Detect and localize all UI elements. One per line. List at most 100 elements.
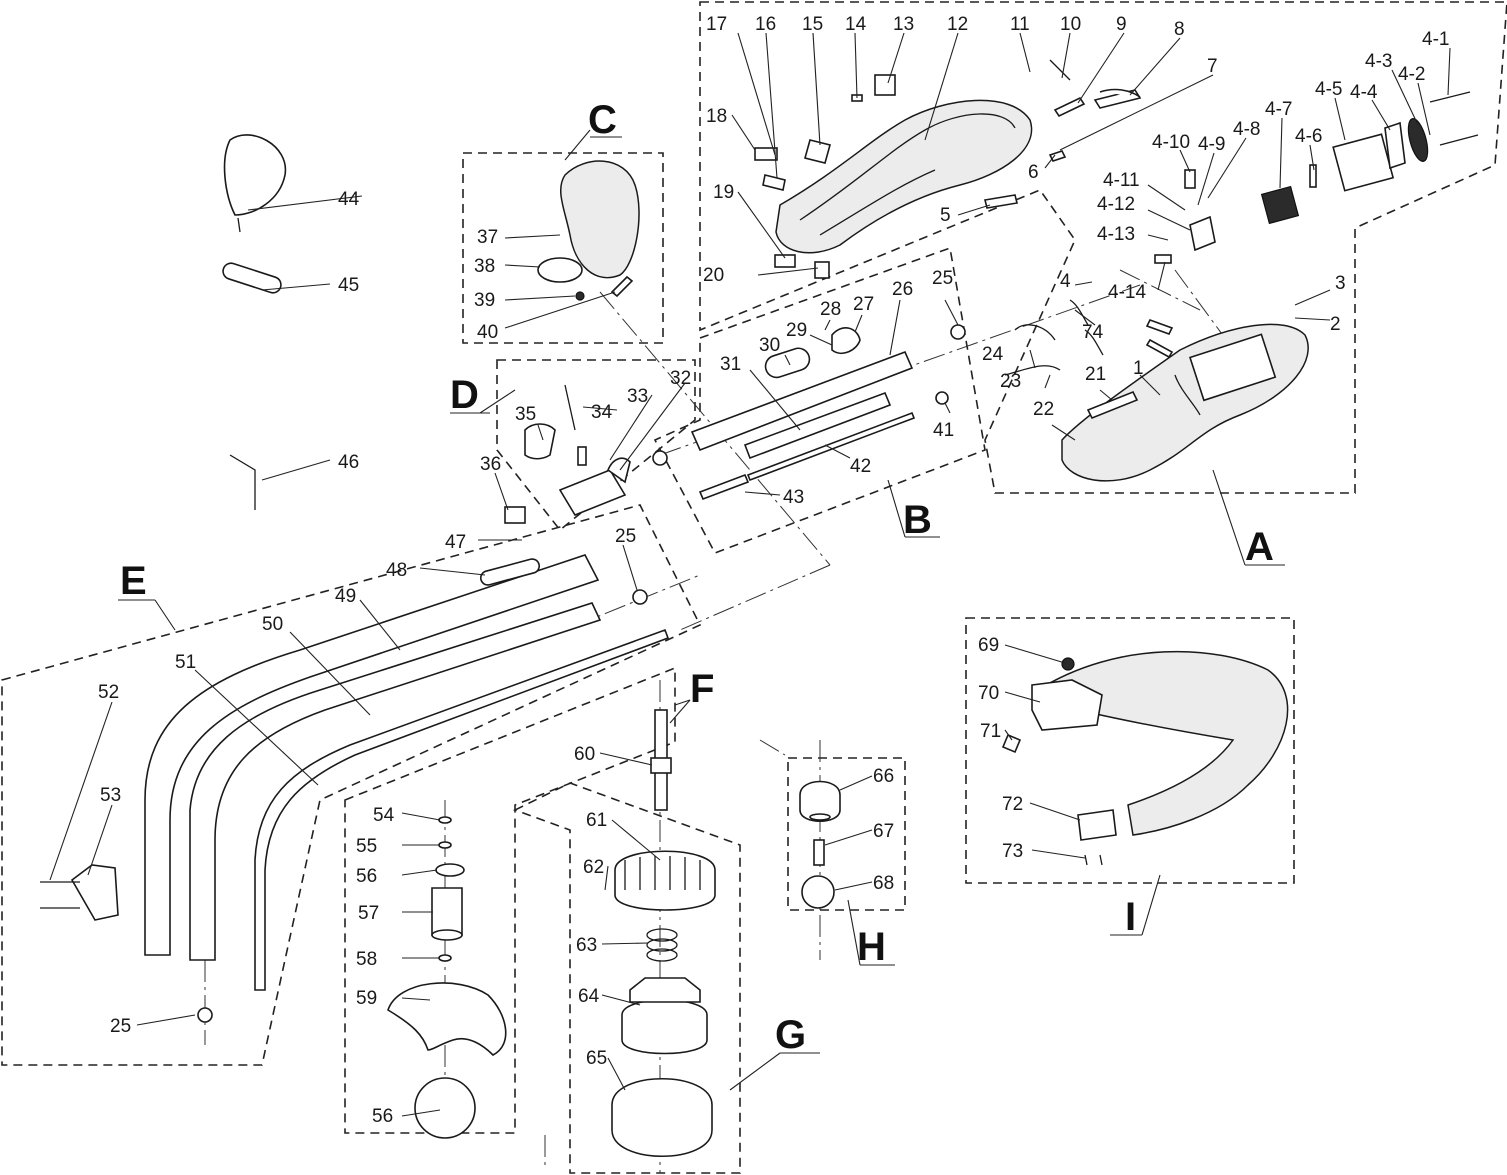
callout-p25a: 25 <box>932 268 953 289</box>
callout-p35: 35 <box>515 404 536 425</box>
callout-p3: 3 <box>1335 273 1346 294</box>
upper-tubes-group-b <box>652 324 966 501</box>
callout-p18: 18 <box>706 106 727 127</box>
callout-p17: 17 <box>706 14 727 35</box>
callout-p15: 15 <box>802 14 823 35</box>
callout-p26: 26 <box>892 279 913 300</box>
boundary-group-i <box>965 617 1295 884</box>
callout-p11: 11 <box>1010 14 1030 35</box>
callout-p60: 60 <box>574 744 595 765</box>
callout-p4-5: 4-5 <box>1315 79 1342 100</box>
callout-p54: 54 <box>373 805 395 826</box>
callout-p40: 40 <box>477 322 498 343</box>
callout-p4-9: 4-9 <box>1198 134 1225 155</box>
callout-p25c: 25 <box>110 1016 131 1037</box>
callout-p4-2: 4-2 <box>1398 64 1425 85</box>
handle-group-c <box>537 160 640 301</box>
callout-p4-13: 4-13 <box>1097 224 1135 245</box>
motor-assembly <box>1154 91 1479 264</box>
callout-p62: 62 <box>583 857 604 878</box>
callout-p53: 53 <box>100 785 121 806</box>
callout-p38: 38 <box>474 256 495 277</box>
callout-p19: 19 <box>713 182 734 203</box>
group-letter-b: B <box>903 498 932 542</box>
group-letter-h: H <box>857 925 886 969</box>
motor-housing-left-half <box>775 99 1033 254</box>
callout-p47: 47 <box>445 532 466 553</box>
callout-p4-8: 4-8 <box>1233 119 1260 140</box>
shaft-parts-group-f <box>387 709 672 1139</box>
callout-p4-1: 4-1 <box>1422 29 1449 50</box>
callout-p58: 58 <box>356 949 377 970</box>
callout-p13: 13 <box>893 14 914 35</box>
boundary-group-e <box>1 504 702 1066</box>
callout-p55: 55 <box>356 836 377 857</box>
leader-lines <box>49 32 1451 1117</box>
callout-p57: 57 <box>358 903 379 924</box>
callout-p73: 73 <box>1002 841 1023 862</box>
guard-group-i <box>1001 650 1289 866</box>
callout-p23: 23 <box>1000 371 1021 392</box>
callout-p33: 33 <box>627 386 648 407</box>
callout-p9: 9 <box>1116 14 1127 35</box>
callout-p34: 34 <box>591 402 613 423</box>
coupler-group-d <box>524 384 631 516</box>
callout-p72: 72 <box>1002 794 1023 815</box>
small-hardware-group-a <box>754 59 1174 420</box>
boundary-group-f <box>344 666 676 1134</box>
callout-p50: 50 <box>262 614 283 635</box>
callout-p4: 4 <box>1060 271 1071 292</box>
motor-housing-right-half <box>1061 323 1309 482</box>
callout-p46: 46 <box>338 452 359 473</box>
callout-p63: 63 <box>576 935 597 956</box>
group-letter-a: A <box>1245 525 1274 569</box>
group-letter-i: I <box>1125 895 1136 939</box>
boundary-group-a <box>699 1 1507 494</box>
callout-p56b: 56 <box>372 1106 393 1127</box>
callout-p69: 69 <box>978 635 999 656</box>
callout-p66: 66 <box>873 766 894 787</box>
callout-p37: 37 <box>477 227 498 248</box>
group-letter-e: E <box>120 559 147 603</box>
callout-p27: 27 <box>853 294 874 315</box>
callout-p59: 59 <box>356 988 377 1009</box>
callout-p49: 49 <box>335 586 356 607</box>
callout-p10: 10 <box>1060 14 1081 35</box>
callout-p70: 70 <box>978 683 999 704</box>
callout-p45: 45 <box>338 275 359 296</box>
fastener-group-h <box>799 780 841 909</box>
callout-p28: 28 <box>820 299 841 320</box>
callout-p52: 52 <box>98 682 119 703</box>
callout-p4-3: 4-3 <box>1365 51 1392 72</box>
loose-parts <box>222 134 287 510</box>
group-letter-c: C <box>588 98 617 142</box>
boundary-group-g <box>512 782 741 1174</box>
callout-p31: 31 <box>720 354 741 375</box>
callout-p56a: 56 <box>356 866 377 887</box>
callout-p65: 65 <box>586 1048 607 1069</box>
callout-p64: 64 <box>578 986 600 1007</box>
callout-p25b: 25 <box>615 526 636 547</box>
callout-p48: 48 <box>386 560 407 581</box>
callout-p22: 22 <box>1033 399 1054 420</box>
callout-p42: 42 <box>850 456 871 477</box>
callout-p67: 67 <box>873 821 894 842</box>
callout-p51: 51 <box>175 652 196 673</box>
callout-p29: 29 <box>786 320 807 341</box>
callout-p43: 43 <box>783 487 804 508</box>
group-letter-d: D <box>450 373 479 417</box>
callout-p68: 68 <box>873 873 894 894</box>
callout-p16: 16 <box>755 14 776 35</box>
callout-p39: 39 <box>474 290 495 311</box>
callout-p4-14: 4-14 <box>1108 282 1146 303</box>
callout-p30: 30 <box>759 335 780 356</box>
callout-p41: 41 <box>933 420 954 441</box>
callout-p6: 6 <box>1028 162 1039 183</box>
callout-p44: 44 <box>338 189 360 210</box>
callout-p61: 61 <box>586 810 607 831</box>
lower-shaft-group-e <box>40 506 670 1023</box>
callout-p24: 24 <box>982 344 1004 365</box>
